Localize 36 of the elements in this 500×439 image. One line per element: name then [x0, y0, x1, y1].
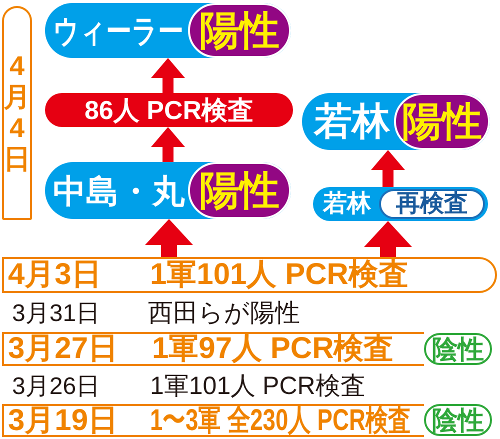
event-text: 西田らが陽性	[148, 301, 300, 326]
retest-pill	[379, 189, 485, 219]
player-pill	[313, 187, 488, 221]
date-text: 3月31日	[12, 302, 100, 326]
arrow	[151, 127, 185, 162]
retest-text: 再検査	[396, 192, 468, 216]
result-text: 陽性	[200, 170, 280, 210]
timeline-row	[2, 332, 424, 366]
test-text: 86人 PCR検査	[84, 97, 254, 123]
timeline-row	[2, 404, 424, 437]
event-text: 1軍101人 PCR検査	[150, 260, 408, 290]
date-band	[2, 6, 32, 220]
event-text: 1軍101人 PCR検査	[150, 374, 366, 399]
player-name: 若林	[323, 192, 371, 216]
event-text: 1軍97人 PCR検査	[152, 334, 394, 364]
date-text: 4月4日	[4, 50, 30, 176]
player-name: 中島・丸	[53, 174, 185, 207]
result-pill	[424, 333, 492, 365]
test-pill	[45, 93, 293, 127]
player-name: ウィーラー	[53, 14, 184, 46]
result-text: 陰性	[432, 407, 484, 433]
player-name: 若林	[314, 102, 390, 140]
date-text: 3月27日	[8, 334, 118, 364]
arrow	[371, 150, 405, 187]
date-text: 3月19日	[8, 406, 118, 436]
date-text: 3月26日	[12, 375, 100, 399]
result-text: 陰性	[432, 336, 484, 362]
date-text: 4月3日	[8, 260, 102, 290]
result-pill	[424, 404, 492, 436]
event-text: 1〜3軍 全230人 PCR検査	[150, 406, 411, 436]
arrow	[364, 221, 412, 257]
result-text: 陽性	[402, 102, 482, 142]
result-text: 陽性	[200, 10, 280, 50]
arrow	[151, 58, 185, 93]
timeline-row	[2, 257, 497, 293]
arrow	[145, 219, 193, 257]
